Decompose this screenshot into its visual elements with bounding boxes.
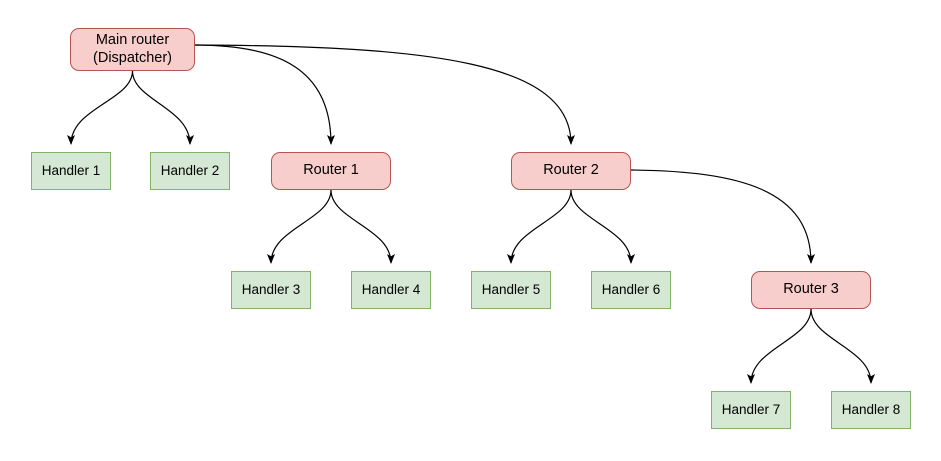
node-handler2[interactable]: Handler 2: [150, 152, 230, 190]
edge-main-to-handler2: [131, 70, 194, 145]
node-handler1[interactable]: Handler 1: [31, 152, 111, 190]
node-handler4[interactable]: Handler 4: [351, 271, 431, 309]
node-handler8[interactable]: Handler 8: [831, 391, 911, 429]
node-router2[interactable]: Router 2: [511, 152, 631, 190]
edge-router1-to-handler3: [267, 189, 332, 264]
node-handler5-label: Handler 5: [481, 282, 541, 298]
node-main-label: Main router (Dispatcher): [93, 32, 172, 66]
edge-router3-to-handler7: [747, 308, 812, 384]
node-main[interactable]: Main router (Dispatcher): [70, 28, 195, 71]
node-handler7[interactable]: Handler 7: [711, 391, 791, 429]
node-handler6-label: Handler 6: [601, 282, 661, 298]
node-router3[interactable]: Router 3: [751, 271, 871, 309]
node-router1[interactable]: Router 1: [271, 152, 391, 190]
node-handler6[interactable]: Handler 6: [591, 271, 671, 309]
node-handler3[interactable]: Handler 3: [231, 271, 311, 309]
edge-main-to-router2: [194, 44, 575, 145]
edges-group: [67, 44, 875, 384]
node-handler3-label: Handler 3: [241, 282, 301, 298]
edge-router2-to-handler5: [507, 189, 572, 264]
edge-main-to-router1: [194, 44, 335, 145]
edge-router2-to-router3: [630, 169, 815, 264]
edge-router1-to-handler4: [330, 189, 395, 264]
node-router1-label: Router 1: [303, 162, 359, 179]
edge-router3-to-handler8: [810, 308, 875, 384]
node-handler1-label: Handler 1: [41, 163, 101, 179]
node-handler8-label: Handler 8: [841, 402, 901, 418]
edge-main-to-handler1: [67, 70, 134, 145]
node-handler5[interactable]: Handler 5: [471, 271, 551, 309]
node-handler2-label: Handler 2: [160, 163, 220, 179]
edge-router2-to-handler6: [570, 189, 635, 264]
node-handler4-label: Handler 4: [361, 282, 421, 298]
node-router2-label: Router 2: [543, 162, 599, 179]
node-handler7-label: Handler 7: [721, 402, 781, 418]
node-router3-label: Router 3: [783, 281, 839, 298]
